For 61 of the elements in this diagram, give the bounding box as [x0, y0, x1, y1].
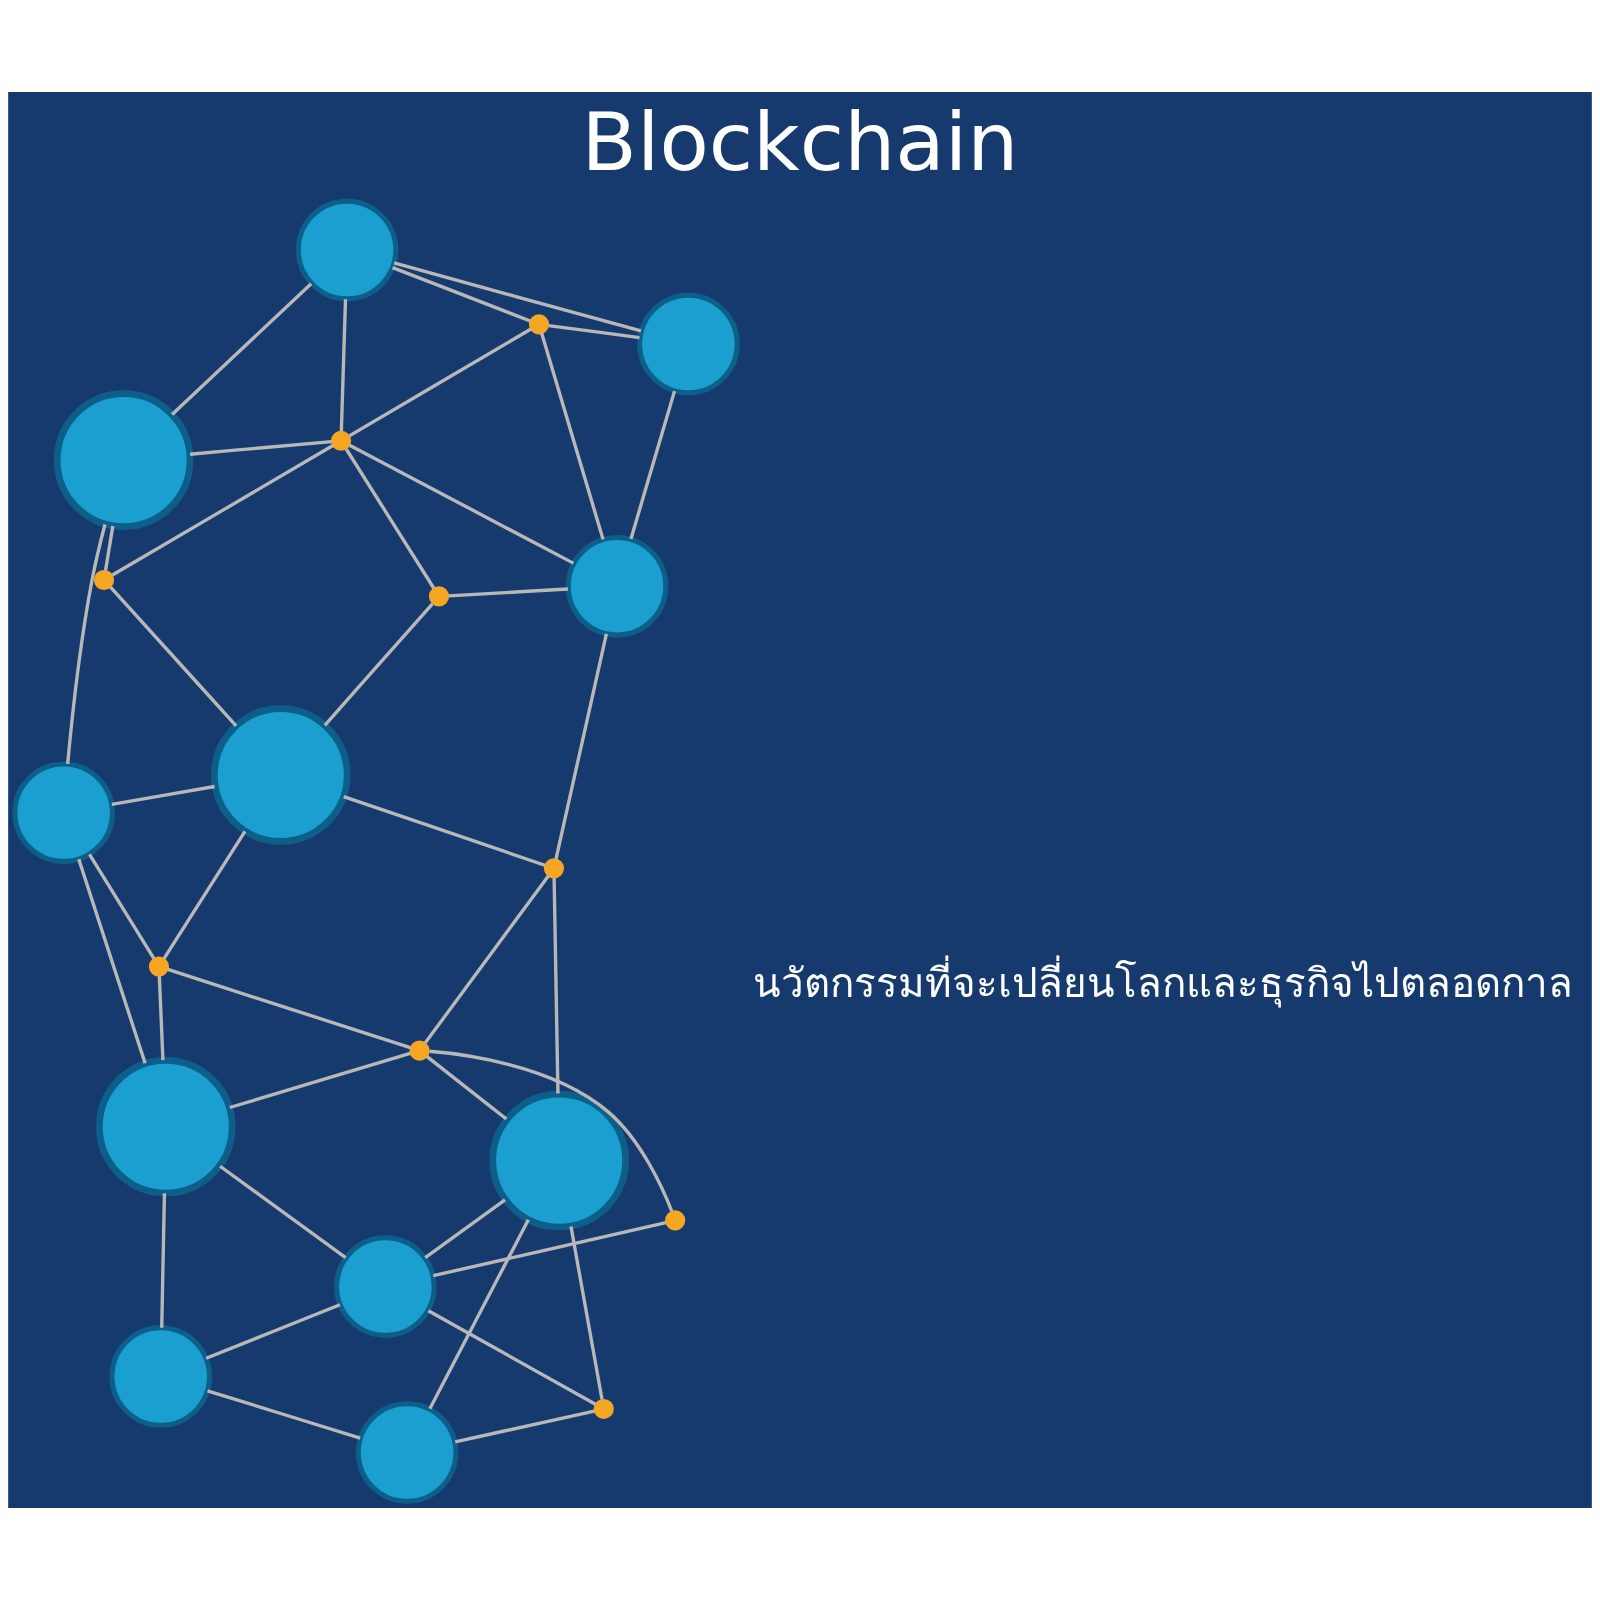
- node-circle: [53, 390, 194, 530]
- connector: [111, 784, 215, 806]
- diagram-title: Blockchain: [581, 95, 1019, 190]
- connector: [339, 299, 348, 432]
- node-circle: [355, 1401, 459, 1504]
- connector: [66, 524, 107, 764]
- connector: [348, 327, 532, 438]
- node-circle: [334, 1235, 437, 1338]
- connector: [170, 282, 313, 416]
- connector: [554, 633, 609, 860]
- connector: [343, 794, 546, 867]
- node-circle: [211, 705, 351, 845]
- connector: [454, 1409, 595, 1444]
- connector: [423, 874, 550, 1044]
- connector: [629, 390, 677, 540]
- node-circle: [543, 858, 565, 879]
- connector: [391, 266, 531, 323]
- connector: [393, 261, 642, 333]
- node-circle: [528, 314, 550, 335]
- connector: [569, 1226, 604, 1400]
- connector: [219, 1164, 347, 1259]
- connector: [103, 525, 115, 571]
- connector: [348, 443, 575, 565]
- node-circle: [665, 1210, 686, 1231]
- node-circle: [93, 569, 115, 591]
- node-circle: [593, 1398, 614, 1420]
- connector: [448, 587, 568, 598]
- connector: [552, 877, 560, 1094]
- connector: [427, 1309, 597, 1406]
- node-circle: [489, 1090, 629, 1231]
- connector: [162, 830, 247, 960]
- node-circle: [637, 292, 740, 396]
- node-circle: [428, 586, 450, 607]
- connector: [207, 1389, 361, 1440]
- node-circle: [96, 1056, 236, 1197]
- connector: [88, 853, 156, 960]
- connector: [432, 1220, 667, 1278]
- connector: [540, 332, 605, 540]
- connector: [424, 1198, 506, 1260]
- connector: [160, 1193, 167, 1328]
- node-circle: [295, 198, 399, 302]
- connector: [428, 1219, 530, 1410]
- connector: [109, 586, 238, 727]
- node-circle: [148, 956, 169, 977]
- connector: [189, 439, 332, 456]
- connector: [157, 975, 165, 1061]
- connector: [426, 1055, 508, 1121]
- connector: [429, 1049, 674, 1212]
- connector: [344, 448, 436, 590]
- node-circle: [565, 534, 669, 638]
- node-circle: [330, 430, 352, 451]
- connector: [548, 323, 640, 340]
- node-circle: [109, 1325, 213, 1428]
- node-circle: [12, 761, 115, 864]
- connector: [205, 1303, 341, 1360]
- connector: [229, 1051, 411, 1110]
- connector: [77, 858, 147, 1064]
- connector: [323, 602, 434, 727]
- node-circle: [409, 1040, 430, 1061]
- connector: [111, 444, 334, 577]
- connector: [167, 967, 411, 1050]
